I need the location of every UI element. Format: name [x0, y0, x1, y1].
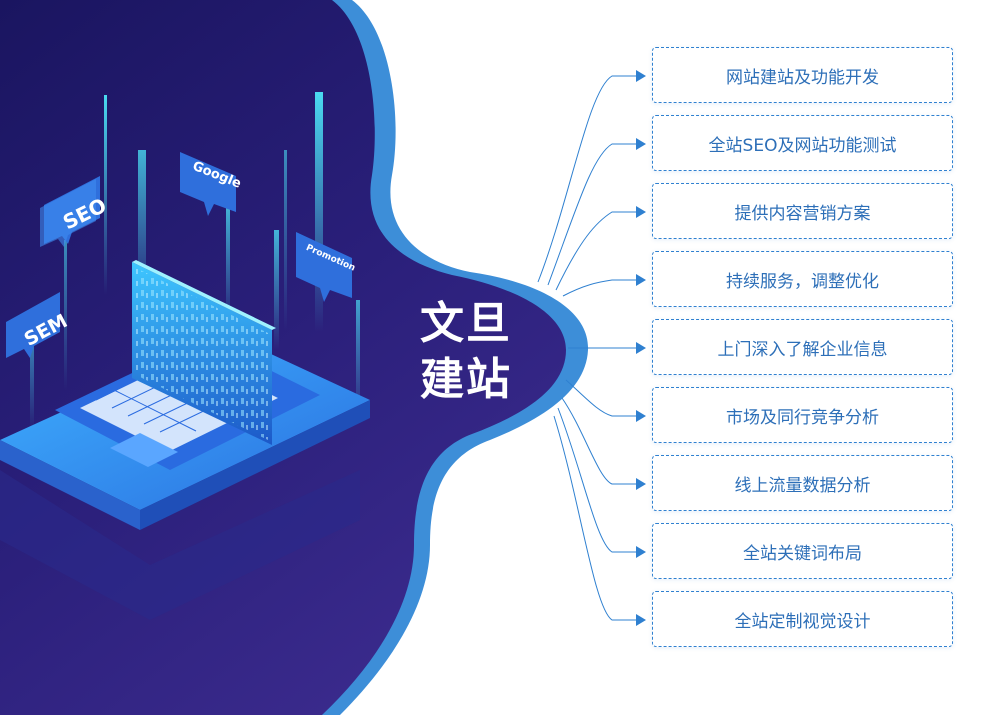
platform-side-right [140, 400, 370, 530]
screen-edge [132, 260, 276, 330]
service-item-9: 全站定制视觉设计 [652, 591, 953, 647]
service-item-3: 提供内容营销方案 [652, 183, 953, 239]
brand-title-line2: 建站 [420, 354, 512, 405]
tag-promotion: Promotion [296, 232, 357, 302]
code-rain [136, 268, 268, 440]
laptop-trackpad [110, 433, 178, 467]
service-item-2: 全站SEO及网站功能测试 [652, 115, 953, 171]
service-item-1: 网站建站及功能开发 [652, 47, 953, 103]
service-item-7: 线上流量数据分析 [652, 455, 953, 511]
service-item-5: 上门深入了解企业信息 [652, 319, 953, 375]
platform-side-left [0, 440, 140, 530]
service-item-4: 持续服务，调整优化 [652, 251, 953, 307]
connector-lines [537, 75, 640, 621]
tag-sem: SEM [6, 292, 71, 358]
service-list: 网站建站及功能开发 全站SEO及网站功能测试 提供内容营销方案 持续服务，调整优… [652, 47, 953, 659]
brand-title-line1: 文旦 [420, 298, 512, 349]
service-item-6: 市场及同行竞争分析 [652, 387, 953, 443]
brand-title: 文旦 建站 [420, 296, 530, 408]
platform-shadow [0, 470, 360, 620]
connector-arrows [636, 70, 646, 626]
service-item-8: 全站关键词布局 [652, 523, 953, 579]
light-pillars [30, 92, 360, 430]
